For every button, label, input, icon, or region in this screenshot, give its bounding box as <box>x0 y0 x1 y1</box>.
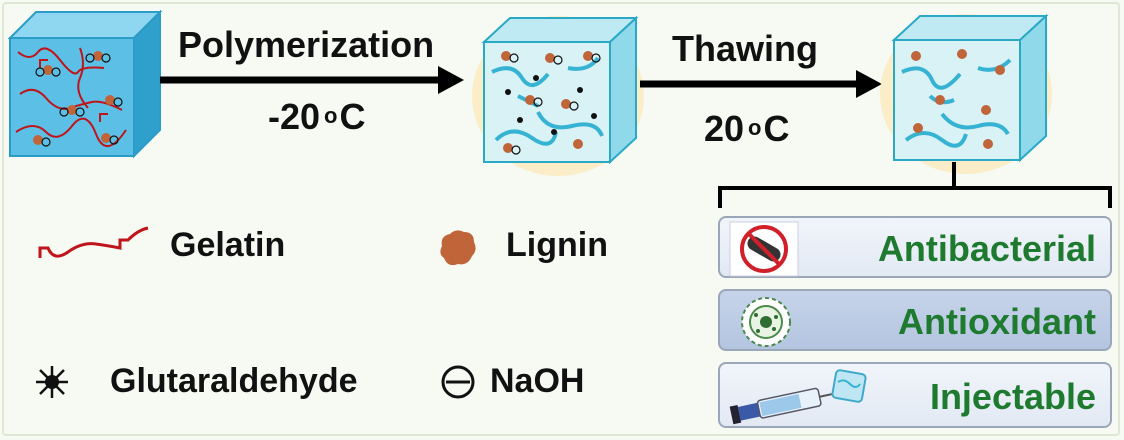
temperature-unit: C <box>764 108 790 149</box>
temperature-value: 20 <box>704 108 744 149</box>
legend-lignin-label: Lignin <box>506 226 608 265</box>
syringe-icon <box>730 368 870 424</box>
property-antioxidant-label: Antioxidant <box>898 301 1096 343</box>
glutaraldehyde-symbol <box>32 364 72 400</box>
property-injectable: Injectable <box>718 362 1112 428</box>
property-antibacterial: Antibacterial <box>718 216 1112 278</box>
step-polymerization-label: Polymerization <box>178 24 434 66</box>
frozen-cryogel-cube <box>478 12 648 172</box>
step-thawing-label: Thawing <box>672 28 818 70</box>
naoh-symbol <box>440 364 476 400</box>
legend-naoh-label: NaOH <box>490 362 584 401</box>
arrow-thawing <box>640 64 890 104</box>
no-bacteria-icon <box>730 222 800 276</box>
gelatin-symbol <box>36 228 156 268</box>
property-antibacterial-label: Antibacterial <box>878 228 1096 270</box>
legend-gelatin-label: Gelatin <box>170 226 285 265</box>
lignin-symbol <box>436 228 476 268</box>
properties-bracket <box>718 162 1112 212</box>
degree-mark: o <box>324 103 337 128</box>
temperature-unit: C <box>339 96 365 137</box>
legend-glutaraldehyde-label: Glutaraldehyde <box>110 362 358 401</box>
arrow-polymerization <box>160 60 470 100</box>
degree-mark: o <box>748 115 761 140</box>
property-injectable-label: Injectable <box>930 376 1096 418</box>
thawed-hydrogel-cube <box>886 10 1056 170</box>
cell-icon <box>730 295 800 349</box>
temperature-value: -20 <box>268 96 320 137</box>
property-antioxidant: Antioxidant <box>718 289 1112 351</box>
precursor-solution-cube <box>10 12 170 162</box>
